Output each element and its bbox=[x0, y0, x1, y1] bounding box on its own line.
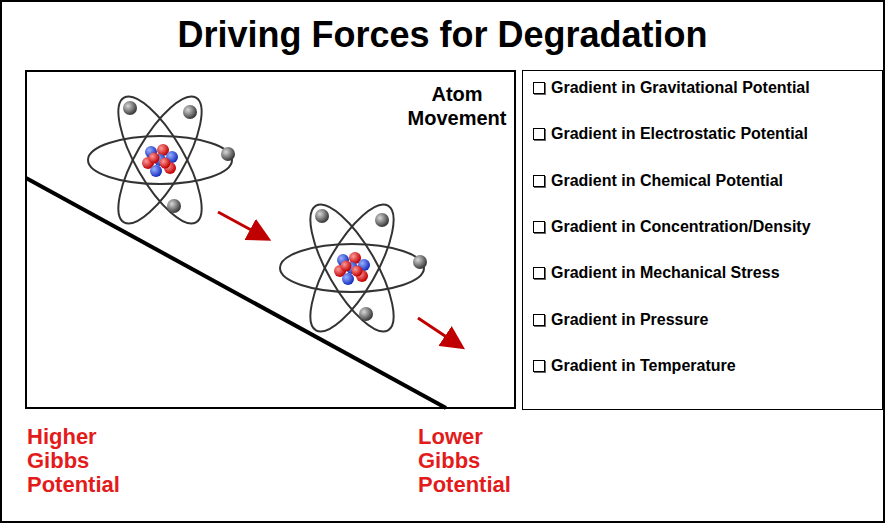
list-panel: Gradient in Gravitational PotentialGradi… bbox=[522, 70, 883, 410]
list-item-text: Gradient in Pressure bbox=[551, 311, 708, 329]
list-item: Gradient in Gravitational Potential bbox=[533, 77, 878, 99]
checkbox-symbol bbox=[533, 128, 545, 140]
checkbox-symbol bbox=[533, 314, 545, 326]
list-item: Gradient in Mechanical Stress bbox=[533, 262, 878, 284]
list-item-text: Gradient in Mechanical Stress bbox=[551, 264, 780, 282]
potential-label: Lower Gibbs Potential bbox=[418, 425, 528, 497]
diagram-title: Driving Forces for Degradation bbox=[0, 14, 885, 56]
list-item: Gradient in Electrostatic Potential bbox=[533, 123, 878, 145]
checkbox-symbol bbox=[533, 267, 545, 279]
checkbox-symbol bbox=[533, 82, 545, 94]
list-item: Gradient in Temperature bbox=[533, 355, 878, 377]
list-item-text: Gradient in Concentration/Density bbox=[551, 218, 811, 236]
list-item: Gradient in Pressure bbox=[533, 309, 878, 331]
list-item: Gradient in Concentration/Density bbox=[533, 216, 878, 238]
checkbox-symbol bbox=[533, 360, 545, 372]
list-item-text: Gradient in Electrostatic Potential bbox=[551, 125, 808, 143]
panel-label: Atom Movement bbox=[405, 82, 509, 130]
list-item-text: Gradient in Temperature bbox=[551, 357, 736, 375]
list-item: Gradient in Chemical Potential bbox=[533, 170, 878, 192]
illustration-panel: Atom Movement bbox=[25, 70, 516, 409]
list-item-text: Gradient in Chemical Potential bbox=[551, 172, 783, 190]
checkbox-symbol bbox=[533, 221, 545, 233]
list-item-text: Gradient in Gravitational Potential bbox=[551, 79, 810, 97]
potential-label: Higher Gibbs Potential bbox=[27, 425, 137, 497]
checkbox-symbol bbox=[533, 175, 545, 187]
